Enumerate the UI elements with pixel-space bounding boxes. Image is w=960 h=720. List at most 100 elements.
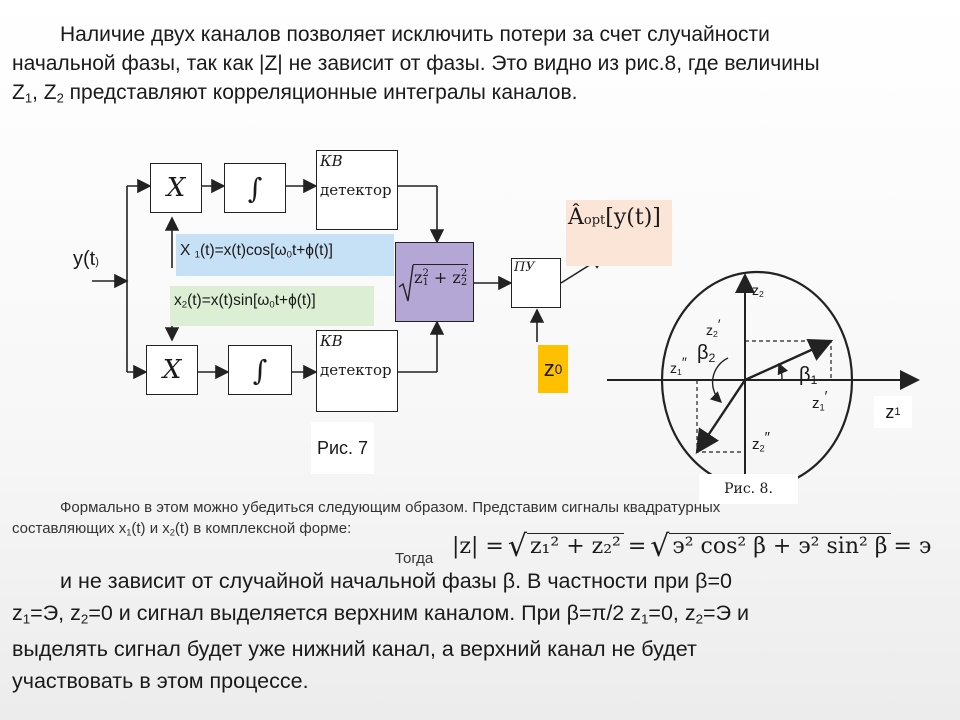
formula-lhs: |z| =: [452, 533, 504, 559]
lbl-mark: ′: [717, 316, 721, 332]
formal-part: составляющих x: [12, 520, 127, 537]
sqrt-part: + z: [428, 268, 461, 287]
fig7-caption: Рис. 7: [311, 422, 374, 474]
intro-sub: 2: [56, 90, 64, 106]
pu-label: ПУ: [514, 260, 535, 275]
sqrt-sub: 1: [422, 277, 429, 288]
intro-z: Z: [12, 81, 25, 104]
multiplier-symbol: X: [162, 355, 182, 385]
ref-part: x: [174, 292, 182, 309]
ref-part: t+ϕ(t)]: [291, 242, 333, 259]
lbl-sub: 2: [759, 289, 764, 300]
upper-detector-block: КВ детектор: [316, 150, 398, 230]
input-label-tail: ): [95, 256, 99, 268]
lbl-sub: 1: [894, 406, 901, 418]
formula-rhs: = э: [893, 533, 932, 559]
lbl-sub: 1: [677, 367, 682, 378]
formal-part: (t) в комплексной форме:: [174, 520, 352, 537]
output-arg: [y(t)]: [605, 205, 661, 230]
ref-sub: 1: [194, 249, 200, 261]
lower-integrator-block: ∫: [228, 345, 292, 395]
formula-radicand-2: э² cos² β + э² sin² β: [669, 533, 891, 559]
fig8-beta1-label: β1: [799, 364, 817, 387]
c-part: =0 и сигнал выделяется верхним каналом. …: [88, 600, 641, 625]
conclusion-paragraph: и не зависит от случайной начальной фазы…: [12, 566, 947, 697]
lbl: β: [799, 364, 811, 386]
sqrt-exp: 2: [460, 268, 468, 279]
ref-sub: 0: [286, 249, 292, 261]
threshold-sub: 0: [554, 361, 563, 377]
integrator-symbol: ∫: [252, 353, 268, 387]
conclusion-line-4: участвовать в этом процессе.: [12, 668, 309, 693]
lbl: z: [885, 401, 895, 422]
ref-part: t+ϕ(t)]: [274, 292, 316, 309]
lbl: z: [670, 360, 677, 376]
fig8-z2-dprime-label: z2″: [752, 429, 770, 454]
conclusion-line-3: выделять сигнал будет уже нижний канал, …: [12, 637, 697, 662]
intro-line-2: начальной фазы, так как |Z| не зависит о…: [12, 52, 820, 75]
lbl: z: [752, 436, 760, 453]
formal-sub: 2: [169, 527, 175, 538]
output-hat: Â: [568, 205, 584, 230]
formula-radicand-1: z₁² + z₂²: [526, 533, 624, 559]
upper-integrator-block: ∫: [224, 163, 286, 213]
sqrt-sub: 2: [460, 277, 468, 288]
fig8-caption: Рис. 8.: [699, 474, 798, 504]
c-part: =0, z: [648, 600, 696, 625]
c-sub: 2: [695, 610, 704, 626]
vector-upper: [744, 338, 834, 382]
lbl-mark: ″: [764, 429, 770, 446]
multiplier-symbol: X: [166, 173, 186, 203]
ref-signal-sin-label: x2(t)=x(t)sin[ω0t+ϕ(t)]: [170, 286, 374, 326]
fig7-caption-text: Рис. 7: [316, 437, 369, 458]
lbl-sub: 2: [759, 443, 765, 454]
detector-title: КВ: [320, 332, 343, 350]
c-sub: 1: [22, 610, 31, 626]
togda-label: Тогда: [395, 550, 434, 567]
c-sub: 1: [640, 610, 649, 626]
lbl-sub: 2: [708, 351, 716, 366]
c-part: =Э и: [703, 600, 750, 625]
integrator-symbol: ∫: [247, 171, 263, 205]
lbl: β: [697, 342, 709, 364]
ref-sub: 2: [181, 299, 188, 311]
ref-part: X: [180, 242, 195, 259]
conclusion-line-1: и не зависит от случайной начальной фазы…: [60, 569, 732, 593]
lbl-sub: 2: [713, 329, 718, 340]
formal-part: (t) и x: [131, 520, 170, 537]
detector-text: детектор: [320, 361, 392, 379]
ref-signal-cos-label: X 1(t)=x(t)cos[ω0t+ϕ(t)]: [176, 234, 394, 276]
input-label: y(t): [73, 248, 99, 271]
lower-detector-block: КВ детектор: [316, 330, 398, 412]
formal-paragraph: Формально в этом можно убедиться следующ…: [12, 497, 912, 543]
modulus-formula: |z| = √z₁² + z₂² = √э² cos² β + э² sin² …: [452, 528, 932, 564]
radical-sign: [398, 264, 414, 302]
vector-lower: [695, 379, 746, 454]
lbl-sub: 1: [810, 373, 818, 388]
c-sub: 2: [80, 610, 89, 626]
sqrt-part: z: [414, 268, 423, 287]
formal-line-1: Формально в этом можно убедиться следующ…: [60, 499, 721, 516]
lbl-mark: ″: [681, 354, 687, 370]
lbl-sub: 1: [819, 402, 825, 413]
formula-eq: =: [627, 533, 647, 559]
ref-sub: 0: [269, 299, 275, 311]
fig8-beta2-label: β2: [697, 342, 715, 365]
fig8-z1-prime-label: z1′: [812, 388, 827, 413]
beta1-arc: [777, 362, 789, 381]
formal-sub: 1: [126, 527, 132, 538]
lower-multiplier-block: X: [146, 345, 198, 395]
lbl-mark: ′: [824, 388, 828, 405]
lbl: z: [752, 282, 759, 298]
output-estimate-box: Âopt[y(t)]: [566, 200, 672, 266]
intro-sep: , Z: [32, 81, 57, 104]
fig8-z1-dprime-label: z1″: [670, 354, 687, 378]
detector-text: детектор: [320, 181, 392, 199]
projection-lower: [696, 380, 745, 453]
fig8-caption-text: Рис. 8.: [724, 481, 773, 497]
fig8-axis-z2-label: z2: [752, 282, 764, 299]
decision-block: ПУ: [511, 258, 561, 308]
